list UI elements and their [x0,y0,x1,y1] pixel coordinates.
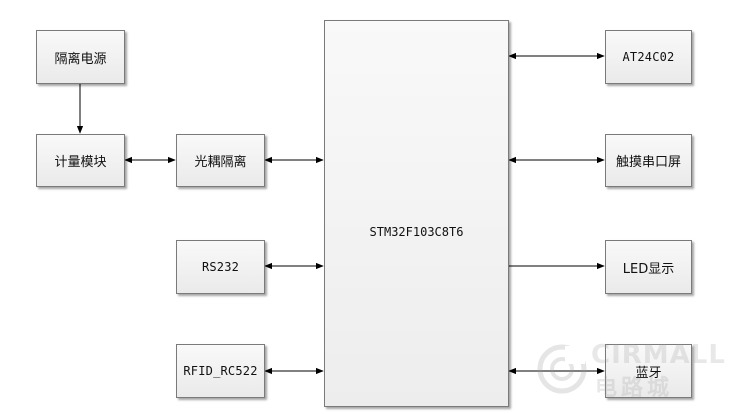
optocoupler-label: 光耦隔离 [194,155,247,170]
eeprom-label: AT24C02 [622,50,675,64]
metering-module-label: 计量模块 [54,155,107,170]
mcu-block: STM32F103C8T6 [324,20,509,407]
rfid-block: RFID_RC522 [176,344,265,398]
metering-module-block: 计量模块 [36,134,125,187]
rs232-label: RS232 [201,260,240,274]
led-display-label: LED显示 [622,261,675,277]
mcu-label: STM32F103C8T6 [369,225,464,239]
touch-screen-label: 触摸串口屏 [615,155,681,170]
bluetooth-label: 蓝牙 [635,365,662,381]
isolated-power-block: 隔离电源 [36,30,125,84]
bluetooth-block: 蓝牙 [605,344,692,398]
isolated-power-label: 隔离电源 [54,51,107,67]
touch-screen-block: 触摸串口屏 [605,134,692,187]
led-display-block: LED显示 [605,240,692,294]
optocoupler-block: 光耦隔离 [176,134,265,187]
eeprom-block: AT24C02 [605,30,692,84]
rfid-label: RFID_RC522 [183,364,258,378]
rs232-block: RS232 [176,240,265,294]
